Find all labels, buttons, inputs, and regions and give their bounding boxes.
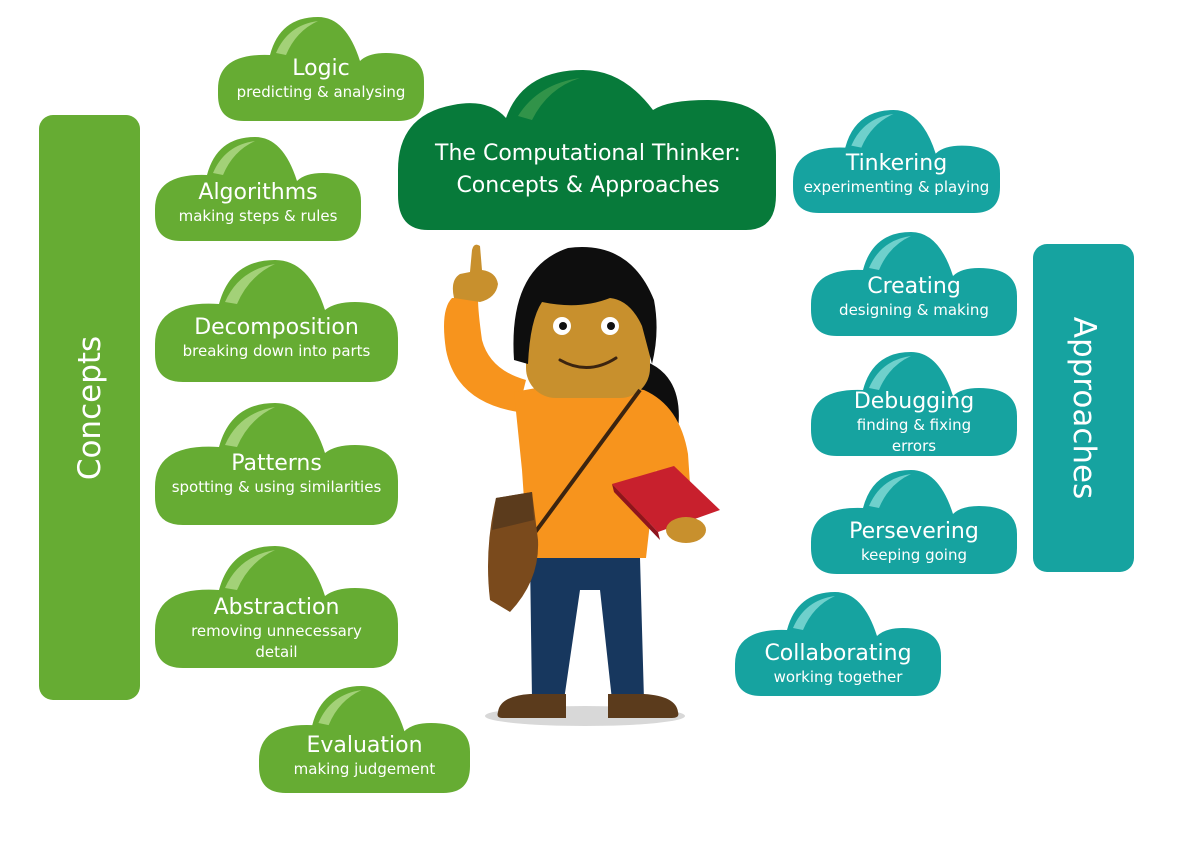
- approach-subtitle: designing & making: [839, 301, 989, 319]
- title-line-2: Concepts & Approaches: [456, 173, 720, 198]
- concept-title: Patterns: [231, 451, 322, 476]
- concepts-bar: Concepts: [39, 115, 140, 700]
- face: [526, 282, 650, 398]
- title-cloud-shape: [398, 70, 776, 230]
- cloud-shape: [218, 17, 424, 121]
- cloud-shape: [259, 686, 470, 793]
- concept-title: Decomposition: [194, 315, 359, 340]
- concept-title: Logic: [292, 56, 350, 81]
- cloud-shape: [811, 232, 1017, 336]
- approaches-bar-label: Approaches: [1065, 316, 1102, 500]
- approach-cloud-tinkering: Tinkering experimenting & playing: [793, 108, 1000, 215]
- left-pupil: [559, 322, 567, 330]
- concept-cloud-logic: Logic predicting & analysing: [218, 15, 424, 123]
- concept-title: Algorithms: [198, 180, 318, 205]
- concept-title: Evaluation: [306, 733, 423, 758]
- concept-subtitle: making judgement: [293, 760, 436, 778]
- raised-arm: [444, 298, 526, 412]
- cloud-shape: [811, 352, 1017, 456]
- concept-cloud-decomposition: Decomposition breaking down into parts: [155, 258, 398, 384]
- title-cloud: [398, 70, 776, 232]
- approach-subtitle: finding & fixing: [856, 416, 972, 434]
- concept-subtitle: spotting & using similarities: [171, 478, 382, 496]
- concept-cloud-abstraction: Abstraction removing unnecessary detail: [155, 543, 398, 671]
- computational-thinker-character: [444, 244, 720, 726]
- title-line-1: The Computational Thinker:: [435, 141, 741, 166]
- cloud-shape: [155, 546, 398, 668]
- approach-title: Persevering: [849, 519, 979, 544]
- concept-subtitle: breaking down into parts: [182, 342, 371, 360]
- jeans: [530, 558, 644, 700]
- concept-subtitle: removing unnecessary: [191, 622, 362, 640]
- page-title: The Computational Thinker: Concepts & Ap…: [400, 138, 776, 202]
- concept-subtitle: making steps & rules: [178, 207, 338, 225]
- cloud-shape: [155, 137, 361, 241]
- bag-strap: [526, 388, 642, 544]
- cloud-shape: [811, 470, 1017, 574]
- approach-subtitle: keeping going: [861, 546, 967, 564]
- approach-title: Collaborating: [764, 641, 912, 666]
- approach-title: Tinkering: [845, 151, 948, 176]
- cloud-shape: [793, 109, 1000, 214]
- concept-cloud-algorithms: Algorithms making steps & rules: [155, 135, 361, 243]
- left-shoe: [497, 694, 566, 718]
- approach-cloud-collaborating: Collaborating working together: [735, 590, 941, 698]
- concept-cloud-evaluation: Evaluation making judgement: [259, 684, 470, 795]
- approach-subtitle: working together: [773, 668, 903, 686]
- red-book: [612, 466, 720, 532]
- cloud-shape: [735, 592, 941, 696]
- right-shoe: [608, 694, 679, 718]
- concept-cloud-patterns: Patterns spotting & using similarities: [155, 400, 398, 528]
- cloud-shape: [155, 403, 398, 525]
- pointing-hand: [452, 244, 498, 302]
- holding-hand: [666, 517, 706, 543]
- approach-title: Creating: [867, 274, 961, 299]
- concepts-bar-label: Concepts: [71, 335, 108, 480]
- cloud-shape: [155, 260, 398, 382]
- hair: [513, 247, 657, 364]
- smile: [558, 356, 618, 369]
- approach-title: Debugging: [853, 389, 975, 414]
- right-pupil: [607, 322, 615, 330]
- approach-cloud-debugging: Debugging finding & fixing errors: [811, 350, 1017, 458]
- book-spine: [612, 484, 660, 540]
- approach-subtitle-2: errors: [891, 437, 937, 455]
- concept-title: Abstraction: [213, 595, 340, 620]
- approach-subtitle: experimenting & playing: [803, 178, 990, 196]
- concept-subtitle: predicting & analysing: [236, 83, 406, 101]
- bag-flap: [492, 492, 534, 530]
- approach-cloud-creating: Creating designing & making: [811, 230, 1017, 338]
- approach-cloud-persevering: Persevering keeping going: [811, 468, 1017, 576]
- approaches-bar: Approaches: [1033, 244, 1134, 572]
- concept-subtitle-2: detail: [255, 643, 298, 661]
